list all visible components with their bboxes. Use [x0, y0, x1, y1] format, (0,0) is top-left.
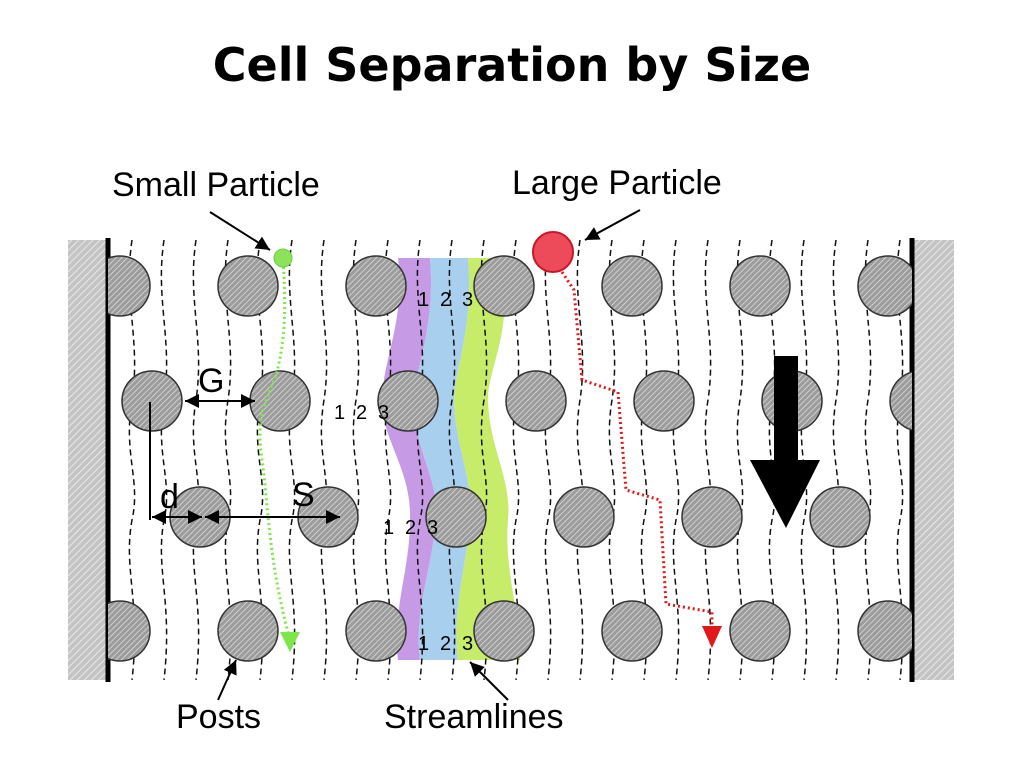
- streamline: [384, 240, 392, 680]
- dashed-streamlines: [128, 240, 904, 680]
- streamline: [704, 240, 712, 680]
- streamline-number: 3: [378, 402, 389, 424]
- post-hatched-circle-icon: [217, 255, 279, 317]
- post-hatched-circle-icon: [681, 486, 743, 548]
- streamline-number: 3: [462, 289, 473, 311]
- post-hatched-circle-icon: [729, 255, 791, 317]
- post-hatched-circle-icon: [108, 600, 151, 662]
- post-hatched-circle-icon: [108, 255, 151, 317]
- streamline: [256, 240, 264, 680]
- streamline: [832, 240, 840, 680]
- post-hatched-circle-icon: [425, 486, 487, 548]
- large-particle: [532, 231, 574, 273]
- post-hatched-circle-icon: [857, 600, 912, 662]
- streamline: [288, 240, 296, 680]
- post-hatched-circle-icon: [601, 600, 663, 662]
- streamline: [896, 240, 904, 680]
- small-particle-path: [258, 261, 292, 641]
- streamline: [128, 240, 136, 680]
- post-hatched-circle-icon: [249, 370, 311, 432]
- streamline-number: 2: [356, 402, 367, 424]
- post-hatched-circle-icon: [601, 255, 663, 317]
- streamline-lane-1: [382, 258, 437, 660]
- dimension-markers: [149, 394, 340, 524]
- post-hatched-circle-icon: [809, 486, 871, 548]
- streamline-number: 3: [462, 633, 473, 655]
- spacing-label: S: [292, 476, 315, 514]
- streamline: [192, 240, 200, 680]
- large-particle-label: Large Particle: [512, 164, 722, 202]
- streamlines-pointer: [469, 661, 509, 701]
- gap-label: G: [198, 362, 224, 400]
- streamline: [576, 240, 584, 680]
- diameter-label: d: [160, 478, 179, 516]
- small-particle-arrowhead: [280, 632, 300, 652]
- post-hatched-circle-icon: [473, 600, 535, 662]
- streamline: [768, 240, 776, 680]
- streamline-lane-2: [414, 258, 471, 660]
- post-hatched-circle-icon: [889, 371, 912, 431]
- streamline: [512, 240, 520, 680]
- arrow-down-icon: [750, 356, 820, 528]
- channel-walls: [68, 238, 954, 682]
- post-hatched-circle-icon: [121, 370, 183, 432]
- post-hatched-circle-icon: [729, 600, 791, 662]
- streamline: [800, 240, 808, 680]
- page-title: Cell Separation by Size: [212, 38, 812, 92]
- streamline-number: 2: [440, 633, 451, 655]
- post-hatched-circle-icon: [857, 255, 912, 317]
- post-hatched-circle-icon: [553, 486, 615, 548]
- streamline-number: 3: [427, 517, 438, 539]
- streamline-number: 1: [383, 517, 394, 539]
- small-particle: [273, 248, 293, 268]
- streamlines-label: Streamlines: [384, 698, 564, 736]
- small-particle-label: Small Particle: [112, 166, 320, 204]
- post-hatched-circle-icon: [345, 600, 407, 662]
- streamline: [544, 240, 552, 680]
- streamline-number: 1: [334, 402, 345, 424]
- post-hatched-circle-icon: [505, 370, 567, 432]
- post-hatched-circle-icon: [217, 600, 279, 662]
- post-hatched-circle-icon: [345, 255, 407, 317]
- streamline: [416, 240, 424, 680]
- streamline: [320, 240, 328, 680]
- streamline: [640, 240, 648, 680]
- streamline-number: 2: [405, 517, 416, 539]
- posts-label: Posts: [176, 698, 261, 736]
- streamline: [864, 240, 872, 680]
- post-hatched-circle-icon: [377, 370, 439, 432]
- large-particle-arrowhead: [702, 626, 722, 648]
- post-array: [108, 255, 912, 662]
- streamline: [736, 240, 744, 680]
- streamline: [480, 240, 488, 680]
- streamline-number: 1: [418, 633, 429, 655]
- streamline: [160, 240, 168, 680]
- post-hatched-circle-icon: [473, 255, 535, 317]
- streamline-number: 2: [440, 289, 451, 311]
- streamline-lane-3: [454, 258, 520, 660]
- large-particle-pointer: [584, 209, 641, 241]
- streamline-number: 1: [418, 289, 429, 311]
- posts-pointer: [217, 659, 237, 701]
- small-particle-pointer: [209, 211, 271, 251]
- streamline: [352, 240, 360, 680]
- large-particle-path: [560, 271, 714, 628]
- post-hatched-circle-icon: [633, 370, 695, 432]
- streamline: [608, 240, 616, 680]
- right-wall-hatched-wall-icon: [912, 240, 954, 680]
- streamline: [224, 240, 232, 680]
- streamline: [672, 240, 680, 680]
- streamline: [448, 240, 456, 680]
- streamline-lanes: [382, 258, 520, 660]
- left-wall-hatched-wall-icon: [68, 240, 108, 680]
